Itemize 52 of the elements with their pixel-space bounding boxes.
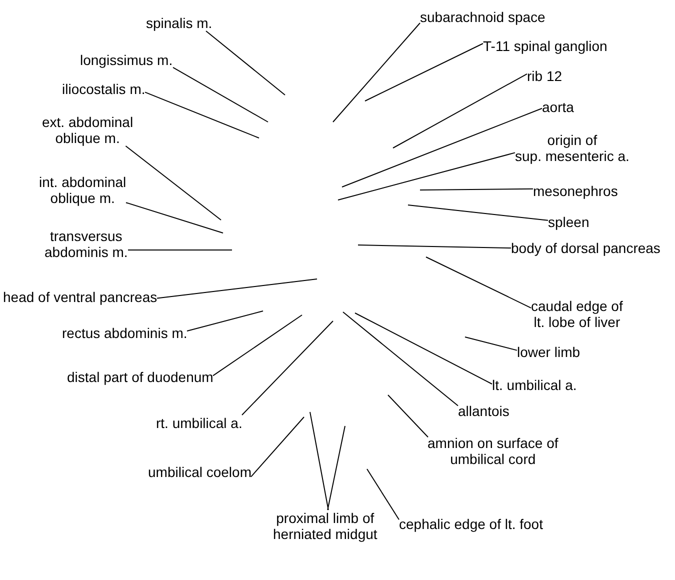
leader-line — [426, 256, 532, 308]
leader-line — [172, 66, 268, 122]
leader-line — [206, 30, 286, 96]
leader-line — [332, 22, 420, 122]
leader-line — [126, 202, 224, 234]
leader-line — [464, 336, 518, 351]
leader-line — [242, 320, 334, 416]
part-label: proximal limb of herniated midgut — [273, 510, 378, 542]
leader-line — [327, 426, 346, 510]
part-label: mesonephros — [533, 183, 618, 199]
leader-line — [342, 108, 542, 188]
part-label: spleen — [548, 214, 590, 230]
part-label: longissimus m. — [80, 52, 173, 68]
part-label: aorta — [542, 99, 574, 115]
part-label: subarachnoid space — [420, 9, 546, 25]
leader-line — [392, 73, 528, 148]
part-label: allantois — [458, 403, 510, 419]
part-label: T-11 spinal ganglion — [483, 38, 608, 54]
part-label: distal part of duodenum — [67, 369, 214, 385]
part-label: int. abdominal oblique m. — [39, 174, 126, 206]
part-label: iliocostalis m. — [62, 81, 146, 97]
part-label: transversus abdominis m. — [44, 228, 128, 260]
leader-line — [156, 278, 318, 299]
part-label: head of ventral pancreas — [3, 289, 158, 305]
part-label: lt. umbilical a. — [492, 377, 577, 393]
leader-line — [144, 92, 260, 138]
part-label: lower limb — [517, 344, 580, 360]
part-label: cephalic edge of lt. foot — [399, 516, 543, 532]
part-label: caudal edge of lt. lobe of liver — [531, 298, 623, 330]
part-label: rectus abdominis m. — [62, 325, 188, 341]
leader-line — [250, 416, 304, 478]
part-label: spinalis m. — [146, 15, 212, 31]
leader-line — [310, 412, 329, 510]
leader-line — [366, 468, 400, 520]
leader-line — [420, 188, 534, 190]
leader-line — [125, 146, 222, 220]
leader-line — [358, 244, 512, 248]
leader-line — [364, 43, 484, 102]
leader-line — [212, 314, 302, 376]
leader-line — [186, 310, 264, 332]
part-label: origin of sup. mesenteric a. — [515, 132, 630, 164]
part-label: umbilical coelom — [148, 464, 252, 480]
leader-line — [354, 312, 492, 384]
part-label: ext. abdominal oblique m. — [42, 114, 134, 146]
leader-line — [342, 312, 458, 406]
part-label: rt. umbilical a. — [156, 415, 242, 431]
part-label: amnion on surface of umbilical cord — [428, 435, 558, 467]
leader-line — [388, 394, 428, 438]
part-label: body of dorsal pancreas — [511, 240, 660, 256]
leader-line — [338, 152, 516, 200]
part-label: rib 12 — [527, 68, 562, 84]
leader-line — [408, 204, 548, 221]
